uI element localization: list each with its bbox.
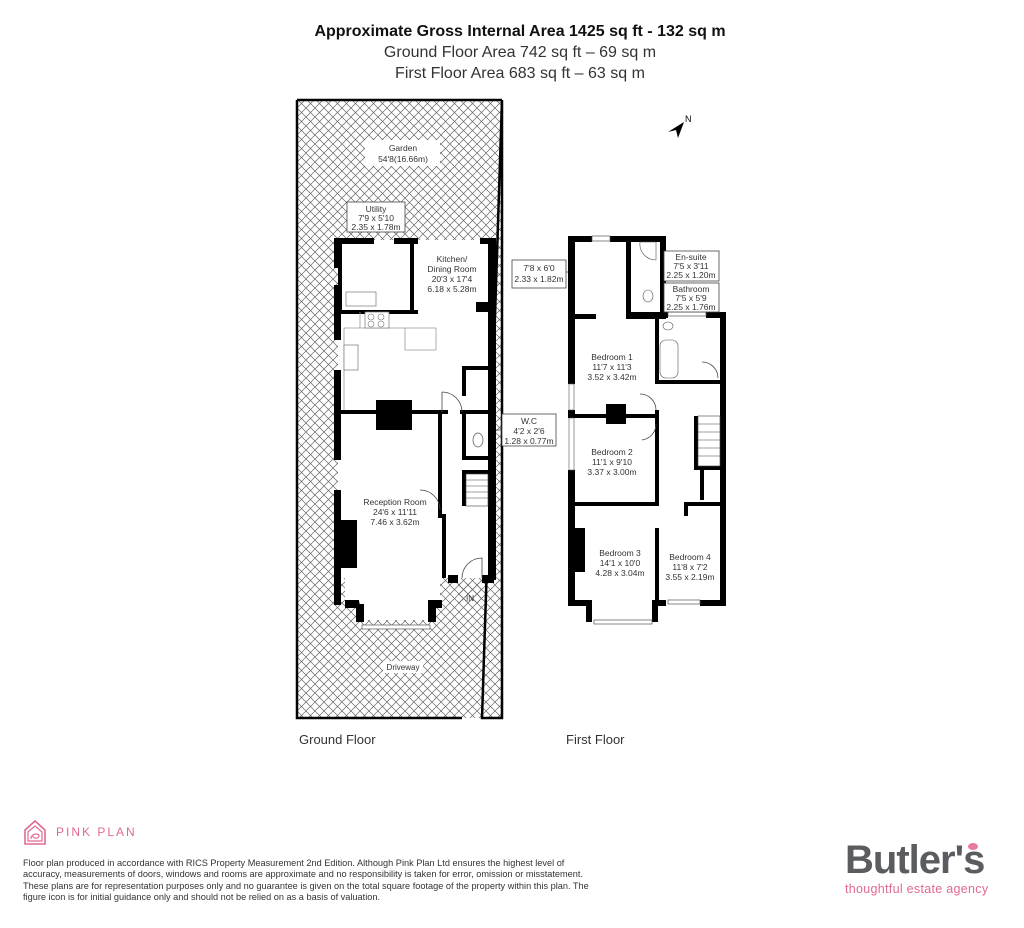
room-dims-utility-imperial: 7'9 x 5'10 [358,213,394,223]
room-dims-wc-imperial: 4'2 x 2'6 [513,426,544,436]
room-label-kitchen: Kitchen/ [437,254,468,264]
room-label-reception: Reception Room [363,497,426,507]
room-label-driveway: Driveway [387,663,420,672]
room-dims-garden: 54'8(16.66m) [378,154,428,164]
butlers-dot-icon [968,843,979,850]
room-dims-reception-metric: 7.46 x 3.62m [370,517,419,527]
first-floor-area: First Floor Area 683 sq ft – 63 sq m [395,65,645,82]
first-floor-plan: 7'8 x 6'0 2.33 x 1.82m En-suite 7'5 x 3'… [511,235,726,625]
pink-plan-logo: PINK PLAN [22,818,137,846]
room-dims-bedroom-1-metric: 3.52 x 3.42m [587,372,636,382]
room-dims-bathroom-imperial: 7'5 x 5'9 [675,293,706,303]
room-label-garden: Garden [389,143,418,153]
disclaimer-text: Floor plan produced in accordance with R… [23,858,589,902]
pink-plan-brand: PINK PLAN [56,825,137,839]
room-label-bathroom: Bathroom [673,284,710,294]
room-label-bedroom-1: Bedroom 1 [591,352,633,362]
room-dims-wc-metric: 1.28 x 0.77m [504,436,553,446]
room-dims-landing-imperial: 7'8 x 6'0 [523,263,554,273]
room-dims-reception-imperial: 24'6 x 11'11 [373,507,417,517]
room-dims-landing-metric: 2.33 x 1.82m [514,274,563,284]
ground-floor-area: Ground Floor Area 742 sq ft – 69 sq m [383,44,657,61]
room-dims-bedroom-2-metric: 3.37 x 3.00m [587,467,636,477]
room-dims-bedroom-1-imperial: 11'7 x 11'3 [592,362,632,372]
ground-floor-plan: IN Garden 54'8(16.66m) Utility 7'9 x 5'1… [295,98,557,720]
agency-tagline: thoughtful estate agency [845,882,989,896]
entrance-label: IN [466,594,474,603]
room-label-bedroom-2: Bedroom 2 [591,447,633,457]
room-label-kitchen-2: Dining Room [427,264,476,274]
agency-name: Butler's [845,838,985,882]
ground-floor-label: Ground Floor [299,732,376,747]
room-dims-bedroom-4-imperial: 11'8 x 7'2 [672,562,707,572]
room-dims-kitchen-metric: 6.18 x 5.28m [427,284,476,294]
room-dims-bedroom-2-imperial: 11'1 x 9'10 [592,457,632,467]
page-title: Approximate Gross Internal Area 1425 sq … [314,23,726,40]
floor-plan-drawing: IN Garden 54'8(16.66m) Utility 7'9 x 5'1… [295,98,726,720]
room-dims-bathroom-metric: 2.25 x 1.76m [666,302,715,312]
room-dims-bedroom-3-imperial: 14'1 x 10'0 [600,558,641,568]
north-arrow-icon: N [668,114,692,138]
header: Approximate Gross Internal Area 1425 sq … [0,22,1024,84]
pink-plan-house-icon [24,819,46,845]
room-dims-bedroom-4-metric: 3.55 x 2.19m [665,572,714,582]
room-dims-kitchen-imperial: 20'3 x 17'4 [432,274,473,284]
room-label-bedroom-4: Bedroom 4 [669,552,711,562]
room-dims-utility-metric: 2.35 x 1.78m [351,222,400,232]
room-dims-ensuite-metric: 2.25 x 1.20m [666,270,715,280]
room-label-ensuite: En-suite [675,252,706,262]
room-label-bedroom-3: Bedroom 3 [599,548,641,558]
room-label-utility: Utility [366,204,388,214]
room-label-wc: W.C [521,416,537,426]
first-floor-label: First Floor [566,732,625,747]
room-dims-bedroom-3-metric: 4.28 x 3.04m [595,568,644,578]
room-dims-ensuite-imperial: 7'5 x 3'11 [673,261,708,271]
butlers-logo: Butler's thoughtful estate agency [845,840,988,896]
compass-label: N [685,114,692,124]
